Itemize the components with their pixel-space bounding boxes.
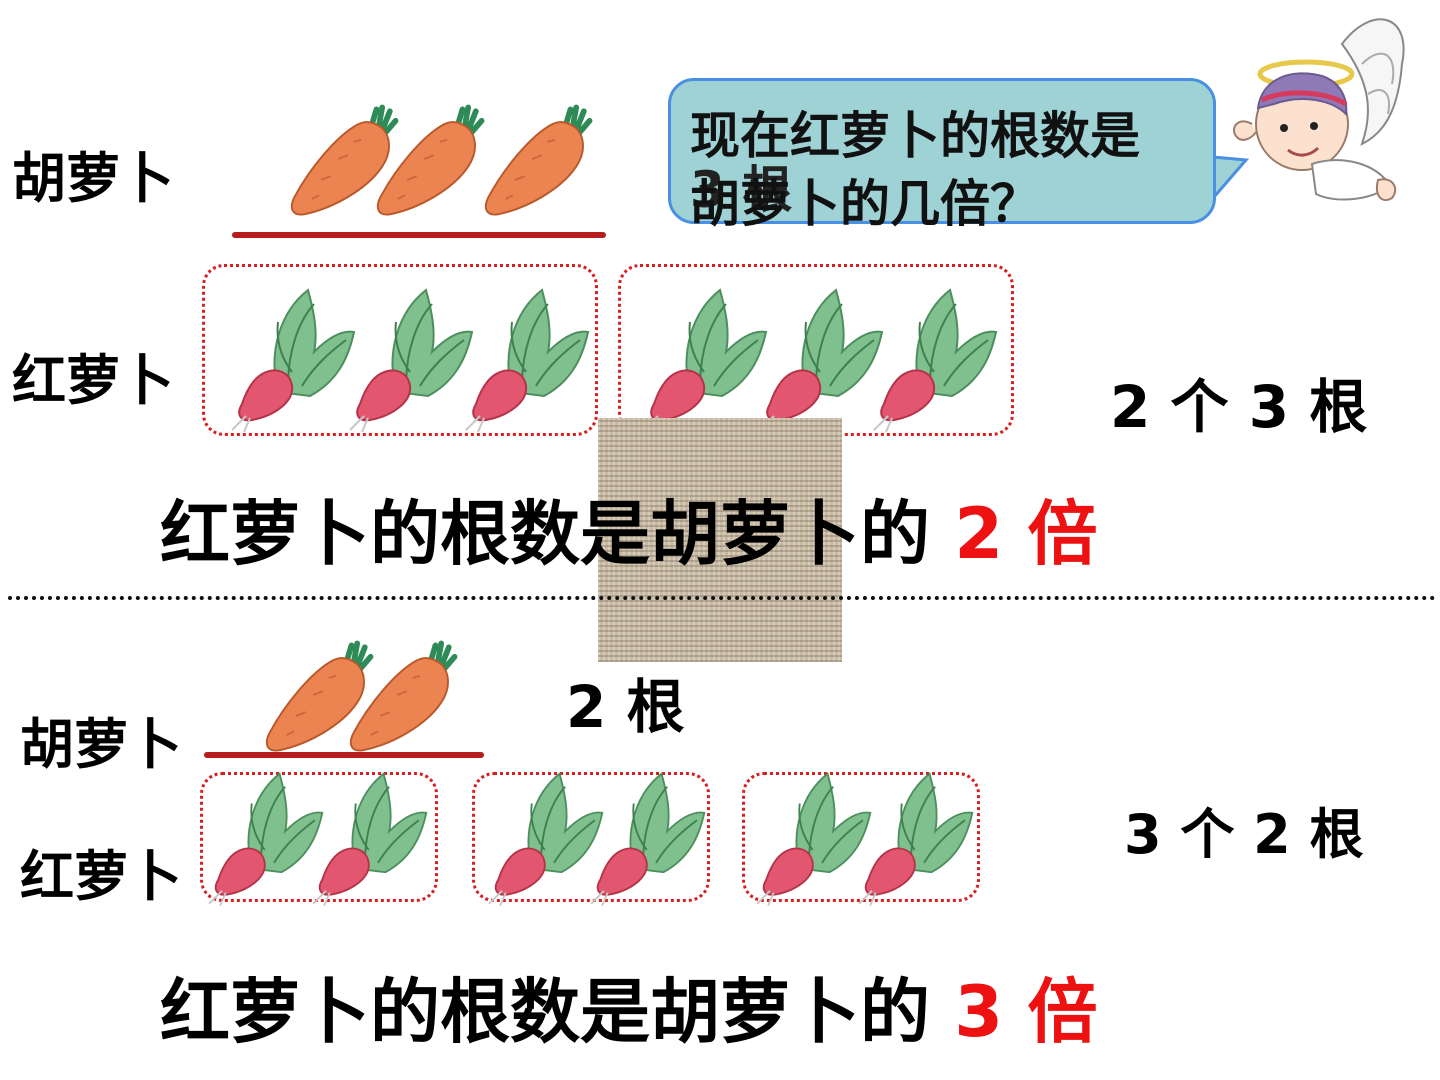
radish-icon (452, 282, 592, 432)
radish-group-box (200, 772, 438, 902)
conclusion-statement: 红萝卜的根数是胡萝卜的 2 倍 (160, 478, 1097, 579)
radish-group-box (472, 772, 710, 902)
radish-icon (860, 282, 1000, 432)
bubble-overlap-text: 3 根 (690, 161, 793, 219)
conclusion-statement: 红萝卜的根数是胡萝卜的 3 倍 (160, 956, 1097, 1057)
conclusion-prefix: 红萝卜的根数是胡萝卜的 (160, 493, 930, 575)
radish-icon (846, 766, 976, 906)
conclusion-prefix: 红萝卜的根数是胡萝卜的 (160, 971, 930, 1053)
section-divider (8, 596, 1436, 600)
bubble-line-2: 胡萝卜的几倍？ (690, 175, 1040, 233)
carrot-underline (232, 232, 606, 238)
carrot-icon (464, 96, 614, 220)
radish-row-label: 红萝卜 (12, 349, 174, 412)
radish-icon (300, 766, 430, 906)
carrot-count-text: 2 根 (566, 673, 685, 741)
carrot-row-label: 胡萝卜 (12, 147, 174, 210)
carrot-underline (204, 752, 484, 758)
carrot-row-label: 胡萝卜 (20, 713, 182, 776)
angel-icon (1233, 18, 1405, 201)
bubble-line-1: 现在红萝卜的根数是 (690, 107, 1140, 165)
radish-icon (578, 766, 708, 906)
radish-group-box (202, 264, 598, 436)
radish-row-label: 红萝卜 (20, 845, 182, 908)
groups-count-text: 3 个 2 根 (1124, 803, 1364, 866)
conclusion-times: 3 倍 (954, 971, 1098, 1053)
carrot-icon (340, 632, 468, 756)
speech-bubble (668, 78, 1216, 224)
conclusion-times: 2 倍 (954, 493, 1098, 575)
groups-count-text: 2 个 3 根 (1110, 373, 1368, 441)
burlap-patch (598, 418, 842, 662)
